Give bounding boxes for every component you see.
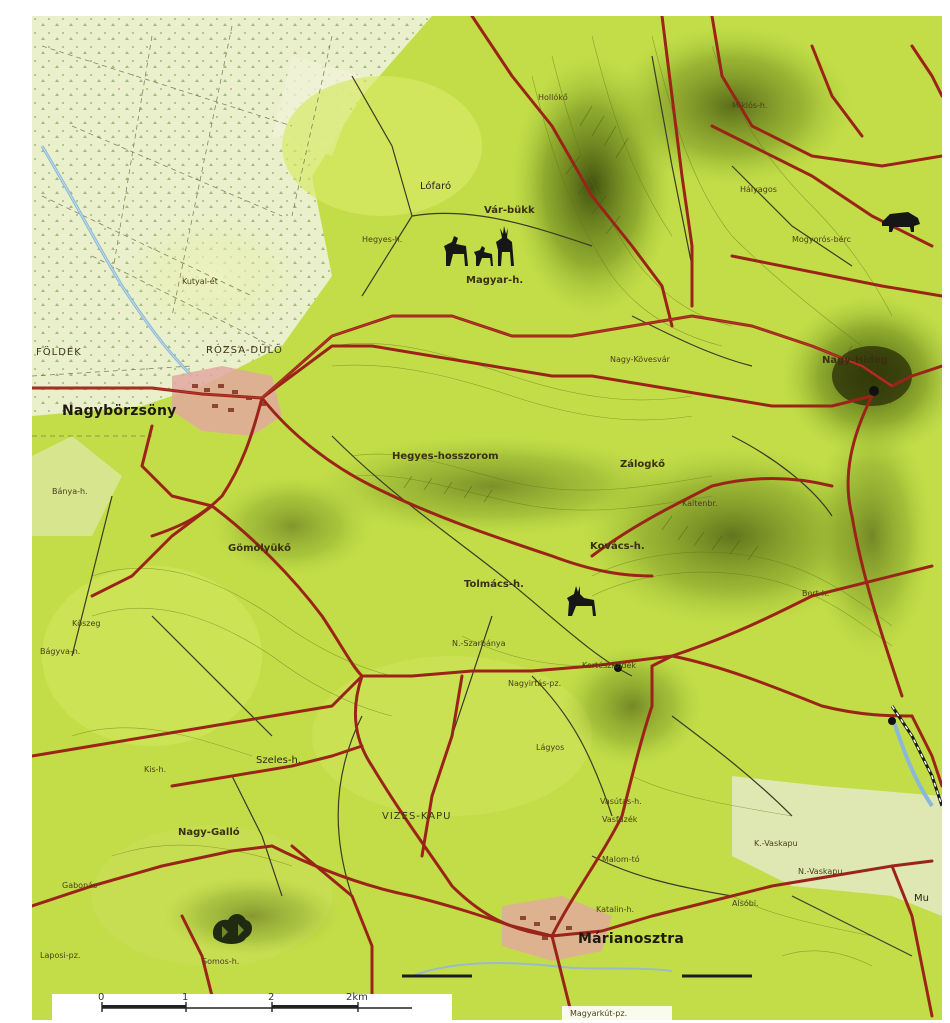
place-label-vasutas: Vasútas-h.: [600, 797, 642, 806]
summit-marker: [869, 386, 879, 396]
peak-label-nagy-hideg: Nagy-Hideg: [822, 355, 888, 366]
peak-label-hegyes-hosszorom: Hegyes-hosszorom: [392, 451, 499, 462]
place-label-kutyal: Kutyal-ét: [182, 277, 218, 286]
peak-label-tolmacs: Tolmács-h.: [464, 579, 524, 590]
place-label-mu: Mu: [914, 893, 929, 904]
place-label-laposi: Laposi-pz.: [40, 951, 81, 960]
place-label-holloko: Hollókő: [538, 93, 568, 102]
town-label-marianosztra: Márianosztra: [578, 931, 685, 947]
area-label-foldek: FÖLDEK: [36, 347, 82, 358]
mouflon-icon: [212, 914, 252, 944]
place-label-magyarkut: Magyarkút-pz.: [570, 1009, 628, 1018]
area-label-rozsa-dulo: RÓZSA-DŰLŐ: [206, 345, 283, 356]
contour-lines: [71, 35, 893, 967]
point-marker: [888, 717, 896, 725]
place-label-n-vaskapu: N.-Vaskapu: [798, 867, 843, 876]
peak-label-magyar-hegy: Magyar-h.: [466, 275, 524, 286]
place-label-szeles: Szeles-h.: [256, 755, 302, 766]
field-boundaries: [32, 25, 333, 437]
boar-icon: [882, 212, 920, 232]
deer-icon: [567, 586, 596, 616]
place-label-nagy-koves: Nagy-Kövesvár: [610, 355, 670, 364]
place-label-bort: Bort-h.: [802, 589, 830, 598]
place-label-k-vaskapu: K.-Vaskapu: [754, 839, 798, 848]
place-label-n-szarbanya: N.-Szarbánya: [452, 639, 506, 648]
peak-label-nagy-gallo: Nagy-Galló: [178, 827, 240, 838]
peak-label-var-bukk: Vár-bükk: [484, 205, 535, 216]
place-label-alsobi: Alsóbi.: [732, 899, 759, 908]
point-marker: [614, 664, 622, 672]
place-label-kis-hegy: Kis-h.: [144, 765, 167, 774]
peak-label-kovacs: Kovács-h.: [590, 541, 645, 552]
main-roads: [32, 16, 942, 1018]
place-label-mogyoros: Mogyorós-bérc: [792, 235, 852, 244]
deer-herd-icon: [444, 226, 514, 266]
place-label-hegyes-h: Hegyes-h.: [362, 235, 403, 244]
place-label-malomto: Malom-tó: [602, 855, 640, 864]
place-label-halyagos: Hályagos: [740, 185, 777, 194]
place-label-banya-h: Bánya-h.: [52, 487, 88, 496]
place-label-gabonas: Gabonás: [62, 881, 98, 890]
place-label-kerteszfold: Kertészföldek: [582, 661, 637, 670]
scale-tick-2km: 2km: [346, 992, 368, 1003]
place-label-nagyirtas: Nagyirtás-pz.: [508, 679, 562, 688]
town-label-nagyborzsony: Nagybörzsöny: [62, 403, 177, 419]
map-canvas: [32, 16, 942, 1020]
place-label-miklos: Miklós-h.: [732, 101, 768, 110]
peak-label-gomolyuko: Gömölyükő: [228, 543, 291, 554]
village-nagyborzsony: [172, 366, 282, 436]
railway: [402, 705, 942, 978]
scale-bar: [52, 994, 452, 1020]
place-label-somos: Somos-h.: [202, 957, 240, 966]
place-label-koszeg: Kőszeg: [72, 619, 101, 628]
place-label-lofaro: Lófaró: [420, 181, 452, 192]
place-label-vasfazek: Vasfazék: [602, 815, 638, 824]
place-label-bagyva: Bágyva-h.: [40, 647, 81, 656]
area-label-vizes-kapu: VIZES-KAPU: [382, 811, 452, 822]
place-label-katalin: Katalin-h.: [596, 905, 635, 914]
scale-tick-2: 2: [268, 992, 275, 1003]
lowland-se: [732, 776, 942, 916]
scale-tick-1: 1: [182, 992, 189, 1003]
scale-tick-0: 0: [98, 992, 105, 1003]
topographic-map-sheet: Nagybörzsöny Márianosztra Vár-bükk Hegye…: [32, 16, 942, 1020]
place-label-kaltenbr: Kaltenbr.: [682, 499, 718, 508]
peak-label-zalogko: Zálogkő: [620, 459, 665, 470]
place-label-lagyos: Lágyos: [536, 743, 565, 752]
